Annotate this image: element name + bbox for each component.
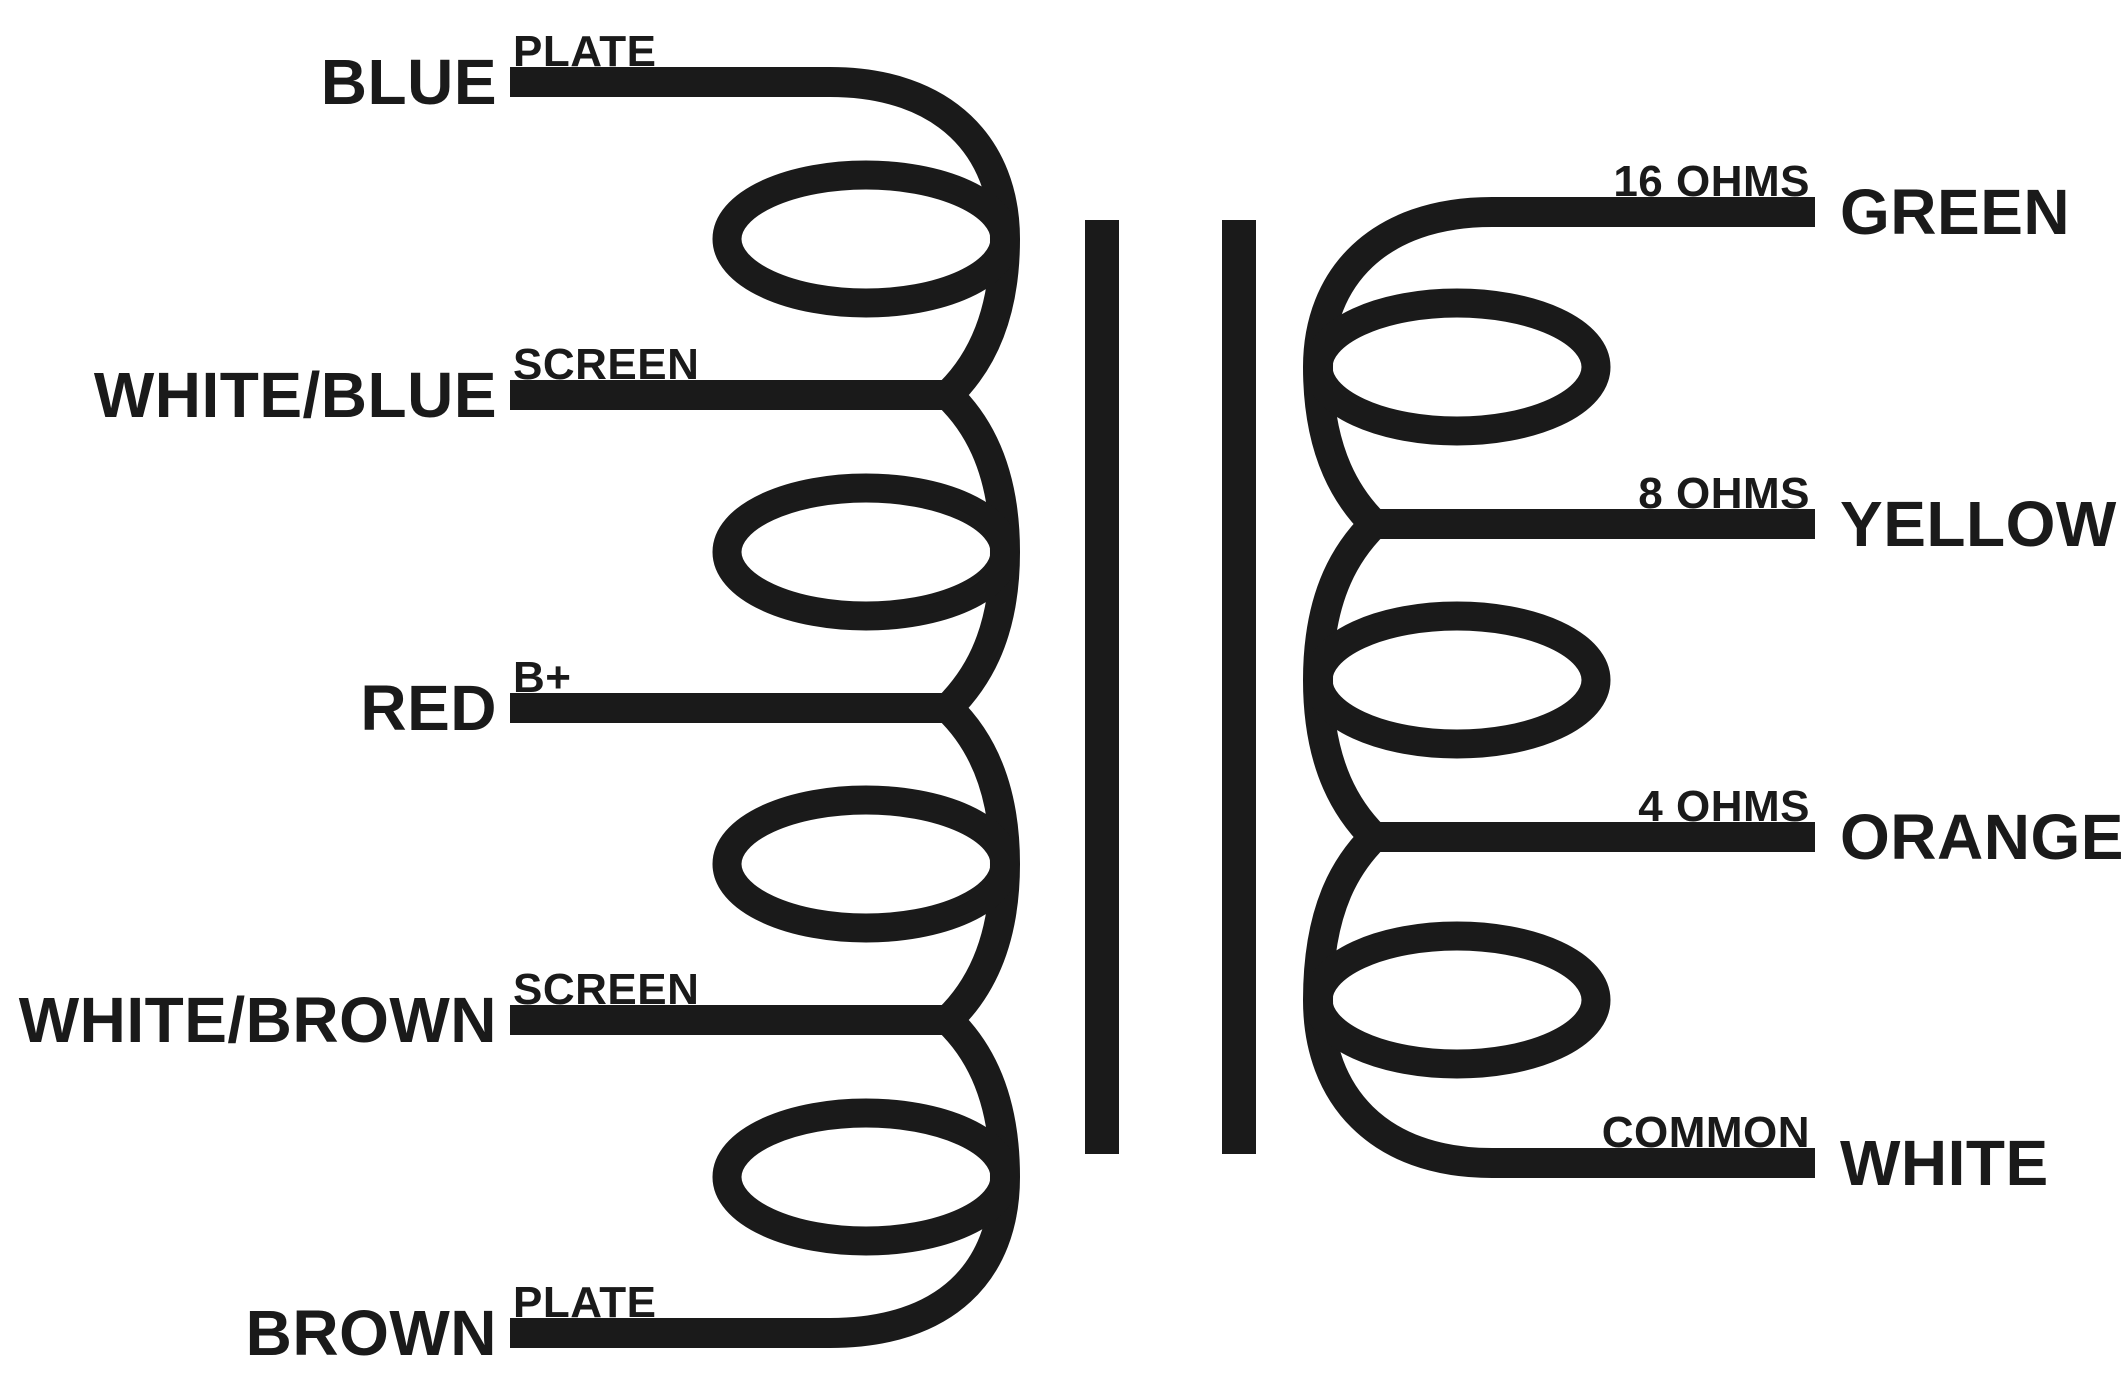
primary-terminal-label-screen-top: SCREEN: [513, 340, 699, 389]
primary-terminal-label-bplus: B+: [513, 653, 571, 702]
core-bar-right: [1222, 220, 1256, 1154]
primary-coil-loop-4: [712, 1098, 1020, 1256]
primary-wire-label-blue: BLUE: [321, 46, 497, 118]
secondary-wire-label-white: WHITE: [1840, 1127, 2049, 1199]
secondary-coil-loop-1: [1303, 288, 1611, 446]
transformer-core: [1085, 220, 1256, 1154]
secondary-terminal-label-8ohms: 8 OHMS: [1638, 469, 1810, 518]
secondary-coil-loop-3: [1303, 921, 1611, 1079]
secondary-winding: 16 OHMS 8 OHMS 4 OHMS COMMON GREEN YELLO…: [1303, 157, 2124, 1199]
primary-terminal-label-plate-top: PLATE: [513, 27, 656, 76]
secondary-wire-label-yellow: YELLOW: [1840, 488, 2117, 560]
primary-wire-label-brown: BROWN: [246, 1297, 497, 1369]
primary-winding: BLUE WHITE/BLUE RED WHITE/BROWN BROWN PL…: [19, 27, 1020, 1369]
secondary-terminal-label-common: COMMON: [1602, 1108, 1810, 1157]
core-bar-left: [1085, 220, 1119, 1154]
secondary-coil-wire: [1303, 197, 1815, 1178]
secondary-terminal-label-16ohms: 16 OHMS: [1613, 157, 1810, 206]
secondary-terminal-label-4ohms: 4 OHMS: [1638, 782, 1810, 831]
secondary-wire-label-orange: ORANGE: [1840, 801, 2124, 873]
primary-coil-loop-1: [712, 160, 1020, 318]
primary-coil-loop-3: [712, 785, 1020, 943]
primary-terminal-label-plate-bottom: PLATE: [513, 1278, 656, 1327]
primary-wire-label-white-brown: WHITE/BROWN: [19, 984, 497, 1056]
primary-wire-label-red: RED: [360, 672, 497, 744]
primary-coil-loop-2: [712, 473, 1020, 631]
secondary-coil-loop-2: [1303, 601, 1611, 759]
primary-terminal-label-screen-bottom: SCREEN: [513, 965, 699, 1014]
primary-wire-label-white-blue: WHITE/BLUE: [94, 359, 497, 431]
secondary-wire-label-green: GREEN: [1840, 176, 2070, 248]
